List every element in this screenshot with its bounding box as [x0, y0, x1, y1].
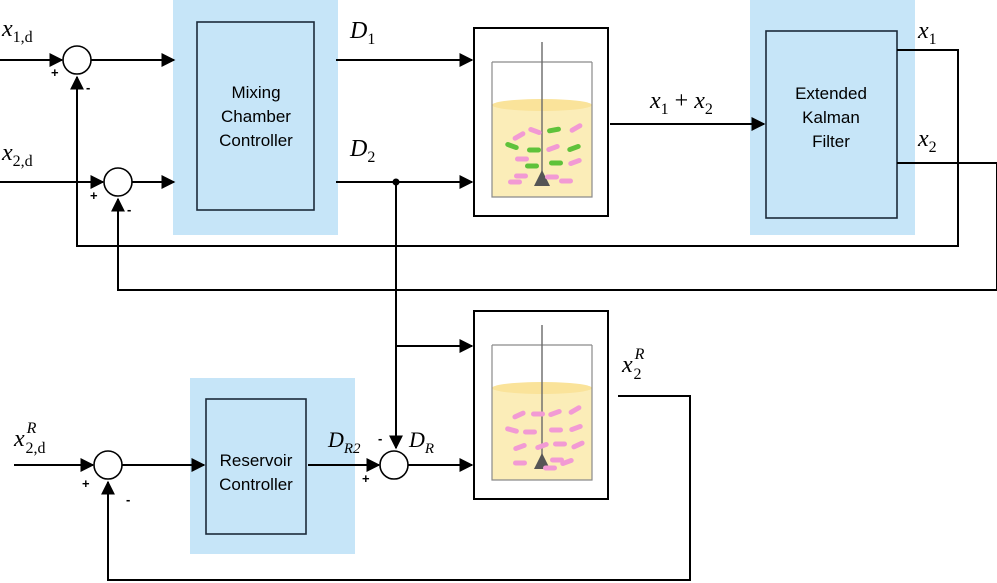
pink-cell [560, 457, 574, 467]
mixing-chamber-controller-block[interactable]: Mixing Chamber Controller [196, 21, 315, 211]
label-x1: x1 [917, 18, 937, 48]
label-DR: DR [408, 427, 434, 457]
ekf-label-1: Extended [795, 84, 867, 103]
ekf-label-3: Filter [812, 132, 850, 151]
pink-cell [512, 410, 526, 420]
green-cell [505, 141, 519, 151]
pink-cell [571, 440, 585, 450]
label-x1d: x1,d [1, 16, 33, 46]
mixing-chamber-vessel[interactable] [473, 27, 609, 217]
pink-cell [528, 126, 542, 136]
sign-plus-sum3: + [82, 476, 90, 491]
pink-cell [546, 143, 560, 153]
mixing-controller-label-3: Controller [219, 131, 293, 150]
sum-junction-dr [379, 450, 409, 480]
wire-x2-feedback [111, 162, 997, 291]
sign-plus-sum1: + [51, 65, 59, 80]
label-D1: D1 [349, 18, 375, 48]
sign-minus-sum4: - [378, 431, 382, 446]
pink-cell [523, 429, 537, 435]
wire-x2R-feedback [101, 395, 691, 581]
green-cell [525, 163, 539, 169]
sum-junction-x1 [62, 45, 92, 75]
pink-cell [535, 441, 549, 451]
reservoir-cells [505, 405, 585, 471]
label-D2: D2 [349, 136, 375, 166]
mixing-controller-label-1: Mixing [231, 83, 280, 102]
wire-x1-feedback [70, 49, 959, 247]
pink-cell [543, 465, 557, 471]
sum-junction-x2 [103, 167, 133, 197]
sum-junction-reservoir-ref [93, 450, 123, 480]
reservoir-controller-label-1: Reservoir [220, 451, 293, 470]
extended-kalman-filter-block[interactable]: Extended Kalman Filter [765, 30, 898, 219]
green-cell [567, 143, 581, 153]
sign-minus-sum1: - [86, 80, 90, 95]
pink-cell [569, 123, 583, 133]
reservoir-controller-block[interactable]: Reservoir Controller [205, 398, 307, 535]
pink-cell [508, 179, 522, 185]
pink-cell [531, 411, 545, 417]
pink-cell [513, 460, 527, 466]
pink-cell [568, 405, 582, 415]
reservoir-controller-label-2: Controller [219, 475, 293, 494]
pink-cell [515, 156, 529, 162]
green-cell [549, 160, 563, 166]
pink-cell [553, 441, 567, 447]
label-DR2: DR2 [327, 427, 361, 457]
reservoir-vessel[interactable] [473, 310, 609, 500]
pink-cell [512, 131, 526, 141]
pink-cell [505, 426, 519, 434]
green-cell [547, 126, 561, 134]
pink-cell [548, 408, 562, 418]
pink-cell [513, 442, 527, 452]
label-x2: x2 [917, 126, 937, 156]
sign-minus-sum3: - [126, 492, 130, 507]
label-x1-plus-x2: x1+x2 [649, 88, 713, 118]
pink-cell [559, 178, 573, 184]
pink-cell [549, 427, 563, 433]
mixing-controller-label-2: Chamber [221, 107, 291, 126]
sign-plus-sum2: + [90, 188, 98, 203]
mixing-chamber-cells [505, 123, 583, 185]
sign-minus-sum2: - [127, 202, 131, 217]
sign-plus-sum4: + [362, 471, 370, 486]
pink-cell [550, 457, 564, 463]
pink-cell [569, 423, 583, 433]
label-x2d: x2,d [1, 140, 33, 170]
pink-cell [514, 173, 528, 179]
pink-cell [568, 157, 582, 167]
pink-cell [545, 174, 559, 180]
ekf-label-2: Kalman [802, 108, 860, 127]
green-cell [527, 147, 541, 153]
